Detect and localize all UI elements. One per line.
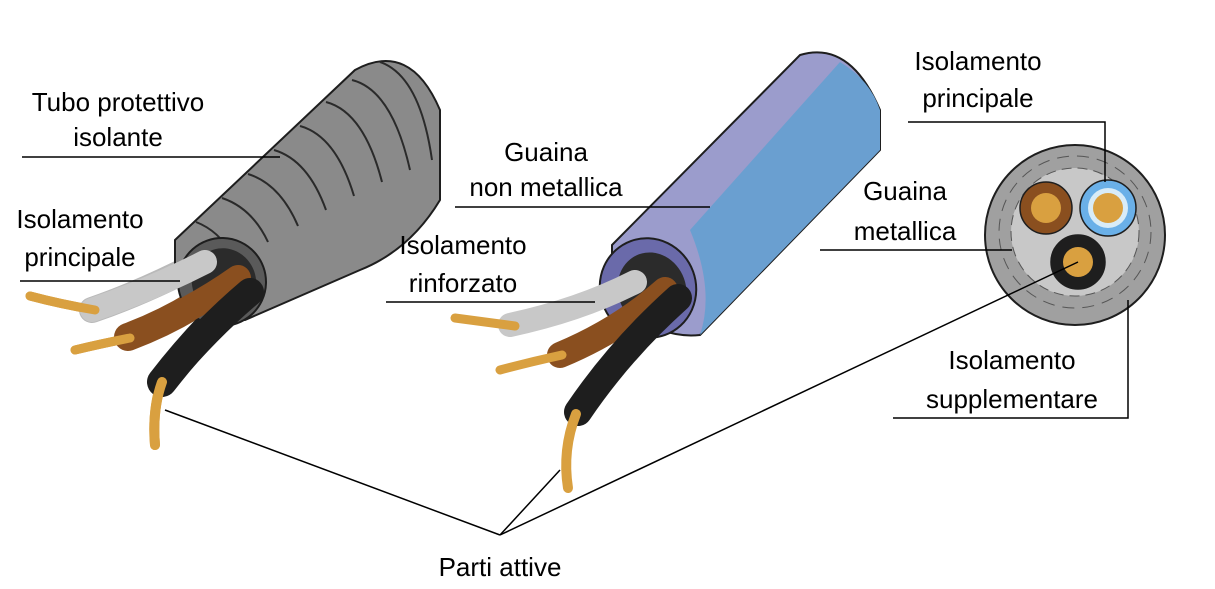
label-isolamento-supplementare-line1: Isolamento xyxy=(948,345,1075,375)
middle-wire-grey xyxy=(450,270,647,337)
middle-wire-black xyxy=(561,284,692,493)
label-isolamento-supplementare-line2: supplementare xyxy=(926,384,1098,414)
label-tubo-protettivo-line2: isolante xyxy=(73,122,163,152)
leader-lines xyxy=(20,121,1129,536)
label-isolamento-rinforzato-line2: rinforzato xyxy=(409,268,517,298)
middle-wire-brown xyxy=(495,277,678,375)
left-cable xyxy=(25,60,441,450)
label-isolamento-principale-right-line2: principale xyxy=(922,83,1033,113)
label-guaina-non-metallica-line2: non metallica xyxy=(469,172,623,202)
label-guaina-metallica-line1: Guaina xyxy=(863,176,947,206)
middle-cable xyxy=(450,51,881,493)
label-isolamento-rinforzato-line1: Isolamento xyxy=(399,230,526,260)
label-guaina-metallica-line2: metallica xyxy=(854,216,957,246)
label-parti-attive: Parti attive xyxy=(439,552,562,582)
label-guaina-non-metallica-line1: Guaina xyxy=(504,137,588,167)
label-isolamento-principale-left-line1: Isolamento xyxy=(16,204,143,234)
right-cable-cross-section xyxy=(984,144,1166,326)
label-isolamento-principale-right-line1: Isolamento xyxy=(914,46,1041,76)
label-tubo-protettivo-line1: Tubo protettivo xyxy=(32,87,204,117)
label-isolamento-principale-left-line2: principale xyxy=(24,242,135,272)
labels: Tubo protettivo isolante Isolamento prin… xyxy=(16,46,1098,582)
